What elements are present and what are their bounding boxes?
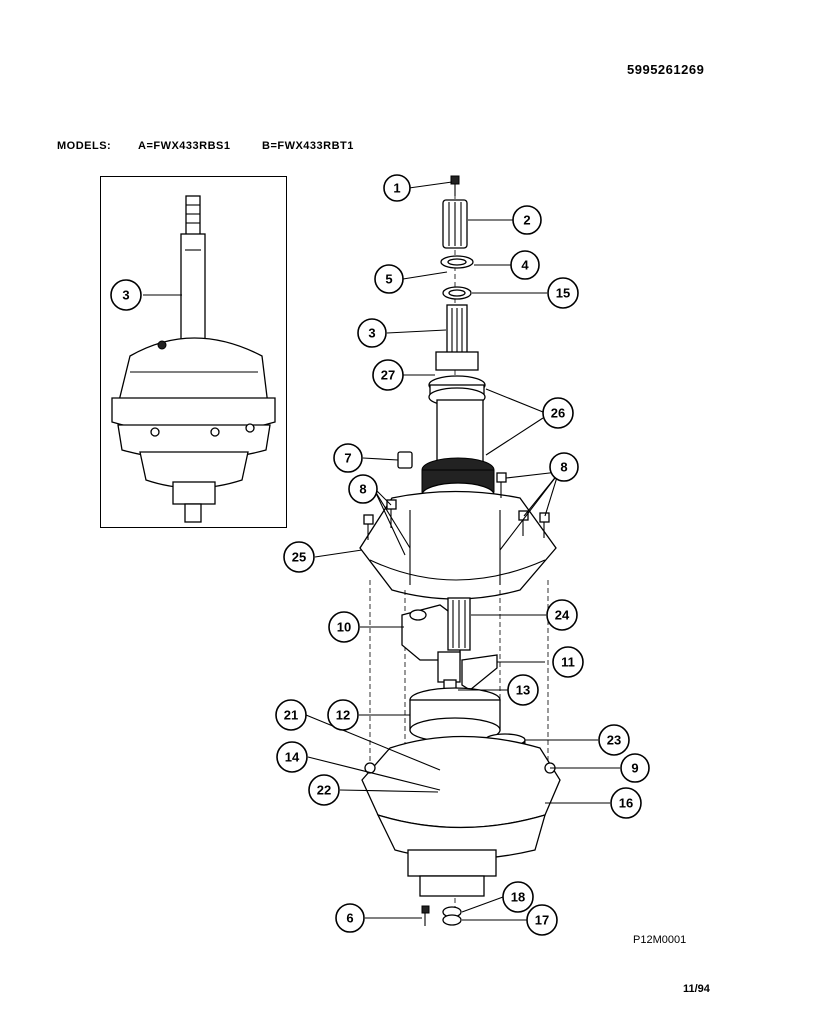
- svg-text:3: 3: [368, 326, 375, 341]
- svg-text:18: 18: [511, 890, 525, 905]
- callout-24: 24: [546, 599, 578, 631]
- callout-4: 4: [510, 250, 540, 280]
- inset-frame: [100, 176, 287, 528]
- callout-15: 15: [547, 277, 579, 309]
- callout-21: 21: [275, 699, 307, 731]
- svg-text:17: 17: [535, 913, 549, 928]
- callout-13: 13: [507, 674, 539, 706]
- svg-text:9: 9: [631, 761, 638, 776]
- svg-text:7: 7: [344, 451, 351, 466]
- callout-8-right: 8: [549, 452, 579, 482]
- callout-1: 1: [383, 174, 411, 202]
- callout-26: 26: [542, 397, 574, 429]
- callout-5: 5: [374, 264, 404, 294]
- callout-3: 3: [357, 318, 387, 348]
- svg-text:14: 14: [285, 750, 300, 765]
- svg-text:26: 26: [551, 406, 565, 421]
- model-a: A=FWX433RBS1: [138, 140, 231, 152]
- svg-text:2: 2: [523, 213, 530, 228]
- callout-7: 7: [333, 443, 363, 473]
- callout-12: 12: [327, 699, 359, 731]
- svg-text:15: 15: [556, 286, 570, 301]
- svg-text:8: 8: [359, 482, 366, 497]
- svg-text:3: 3: [122, 288, 129, 303]
- svg-text:4: 4: [521, 258, 529, 273]
- inset-assembly-drawing: [111, 195, 276, 523]
- callout-27: 27: [372, 359, 404, 391]
- diagram-code: P12M0001: [633, 934, 687, 946]
- callout-10: 10: [328, 611, 360, 643]
- svg-text:5: 5: [385, 272, 392, 287]
- svg-text:22: 22: [317, 783, 331, 798]
- svg-text:24: 24: [555, 608, 570, 623]
- svg-text:16: 16: [619, 796, 633, 811]
- leader-lines: [143, 181, 620, 921]
- svg-text:25: 25: [292, 550, 306, 565]
- exploded-view-drawing: [359, 175, 561, 926]
- svg-text:23: 23: [607, 733, 621, 748]
- callout-2: 2: [512, 205, 542, 235]
- callout-17: 17: [526, 904, 558, 936]
- callout-11: 11: [552, 646, 584, 678]
- callout-16: 16: [610, 787, 642, 819]
- svg-text:12: 12: [336, 708, 350, 723]
- callout-25: 25: [283, 541, 315, 573]
- svg-text:8: 8: [560, 460, 567, 475]
- svg-text:11: 11: [561, 655, 575, 670]
- callout-9: 9: [620, 753, 650, 783]
- svg-text:10: 10: [337, 620, 351, 635]
- svg-text:1: 1: [393, 181, 400, 196]
- model-b: B=FWX433RBT1: [262, 140, 354, 152]
- svg-text:13: 13: [516, 683, 530, 698]
- callout-23: 23: [598, 724, 630, 756]
- svg-text:6: 6: [346, 911, 353, 926]
- svg-text:27: 27: [381, 368, 395, 383]
- callout-6: 6: [335, 903, 365, 933]
- svg-text:21: 21: [284, 708, 298, 723]
- callout-22: 22: [308, 774, 340, 806]
- part-number: 5995261269: [627, 62, 705, 77]
- callout-3-inset: 3: [110, 279, 142, 311]
- callout-14: 14: [276, 741, 308, 773]
- date-code: 11/94: [683, 983, 710, 995]
- callout-18: 18: [502, 881, 534, 913]
- callout-8-left: 8: [348, 474, 378, 504]
- models-label: MODELS:: [57, 140, 112, 152]
